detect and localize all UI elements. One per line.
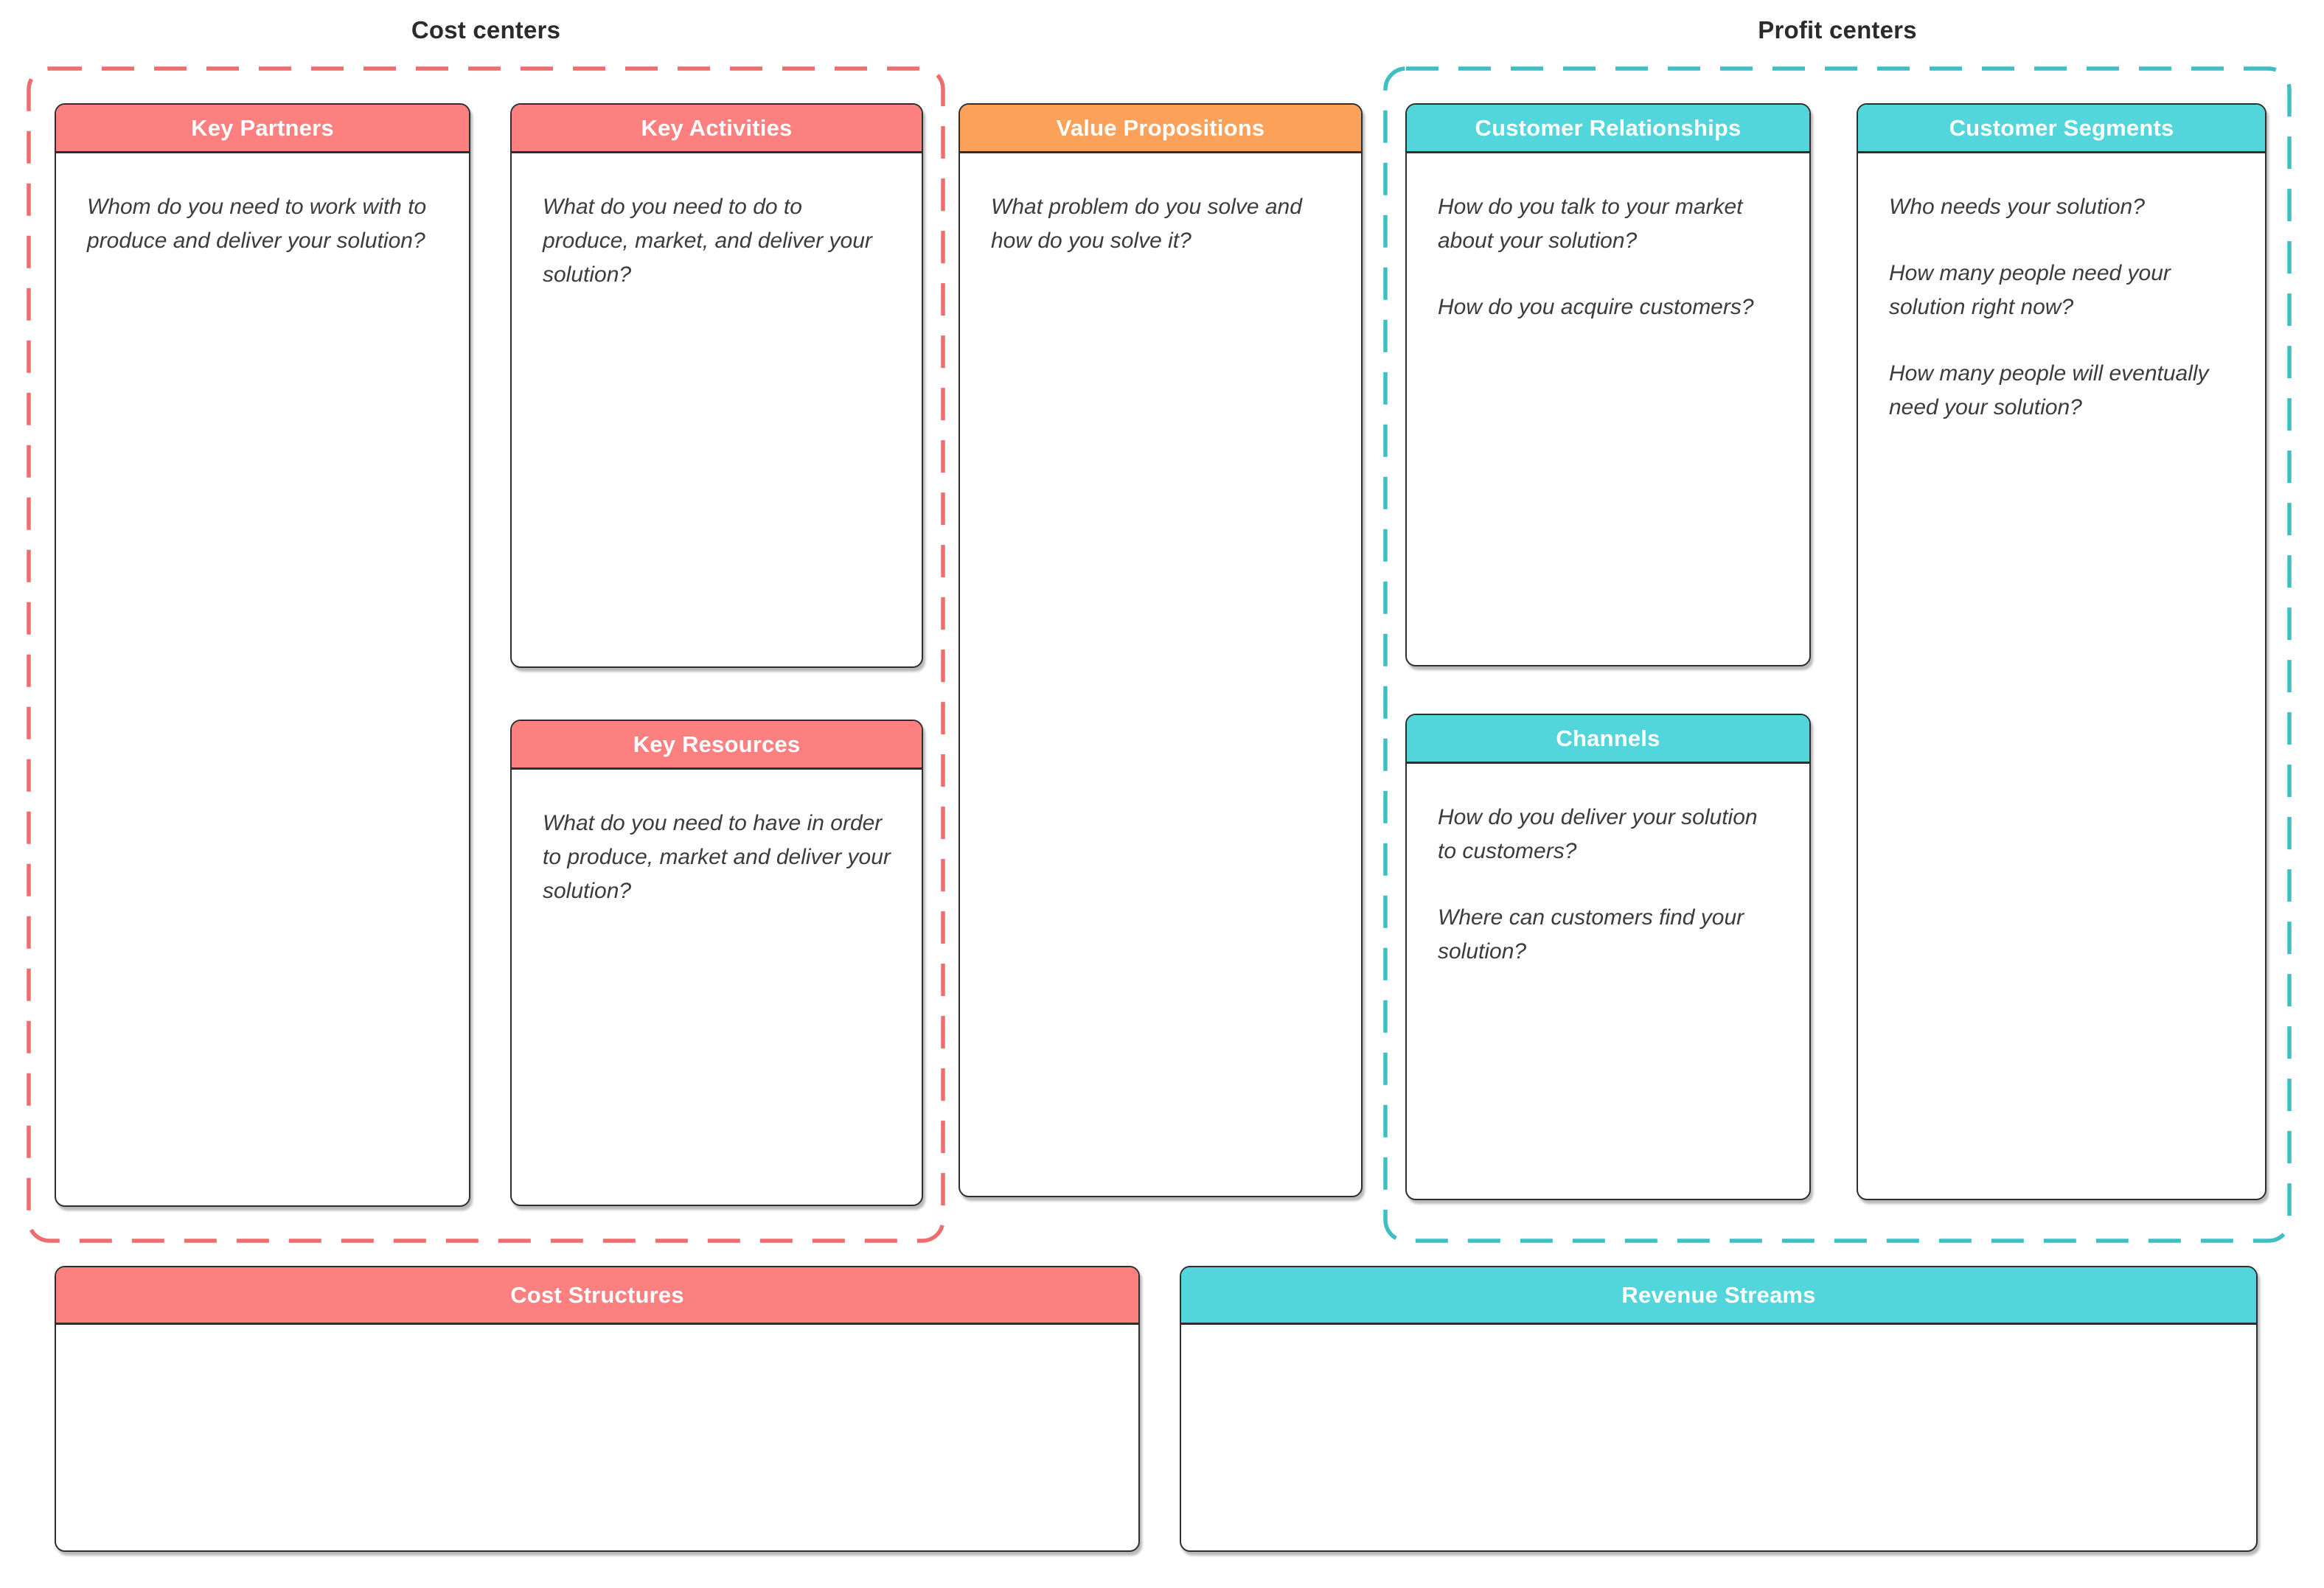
channels-card: Channels How do you deliver your solutio…: [1405, 714, 1811, 1200]
customer-relationships-title: Customer Relationships: [1475, 114, 1742, 141]
channels-body: How do you deliver your solution to cust…: [1407, 764, 1809, 1016]
profit-centers-label: Profit centers: [1758, 16, 1917, 43]
revenue-streams-body: [1181, 1325, 2256, 1376]
value-propositions-card: Value Propositions What problem do you s…: [959, 103, 1363, 1197]
customer-segments-question-2: How many people need your solution right…: [1889, 261, 2171, 319]
key-resources-body: What do you need to have in order to pro…: [512, 770, 922, 955]
cost-structures-header: Cost Structures: [56, 1267, 1138, 1325]
revenue-streams-title: Revenue Streams: [1621, 1281, 1816, 1308]
revenue-streams-card: Revenue Streams: [1180, 1266, 2258, 1552]
customer-segments-card: Customer Segments Who needs your solutio…: [1857, 103, 2266, 1200]
customer-relationships-question-1: How do you talk to your market about you…: [1438, 195, 1743, 253]
channels-question-2: Where can customers find your solution?: [1438, 905, 1744, 964]
key-activities-header: Key Activities: [512, 105, 922, 153]
key-resources-title: Key Resources: [633, 731, 801, 757]
key-activities-question: What do you need to do to produce, marke…: [543, 195, 872, 287]
key-partners-body: Whom do you need to work with to produce…: [56, 153, 469, 305]
cost-structures-body: [56, 1325, 1138, 1376]
customer-relationships-header: Customer Relationships: [1407, 105, 1809, 153]
key-resources-question: What do you need to have in order to pro…: [543, 811, 891, 903]
customer-relationships-card: Customer Relationships How do you talk t…: [1405, 103, 1811, 666]
cost-structures-title: Cost Structures: [510, 1281, 684, 1308]
channels-title: Channels: [1556, 725, 1660, 751]
key-activities-title: Key Activities: [641, 114, 793, 141]
value-propositions-header: Value Propositions: [960, 105, 1361, 153]
key-resources-card: Key Resources What do you need to have i…: [510, 720, 923, 1206]
customer-segments-question-3: How many people will eventually need you…: [1889, 361, 2209, 419]
customer-segments-question-1: Who needs your solution?: [1889, 195, 2145, 219]
customer-segments-title: Customer Segments: [1949, 114, 2174, 141]
key-partners-card: Key Partners Whom do you need to work wi…: [55, 103, 470, 1207]
channels-question-1: How do you deliver your solution to cust…: [1438, 805, 1758, 863]
channels-header: Channels: [1407, 715, 1809, 764]
value-propositions-body: What problem do you solve and how do you…: [960, 153, 1361, 305]
value-propositions-question: What problem do you solve and how do you…: [991, 195, 1302, 253]
value-propositions-title: Value Propositions: [1056, 114, 1265, 141]
key-partners-question: Whom do you need to work with to produce…: [87, 195, 427, 253]
cost-centers-label: Cost centers: [411, 16, 561, 43]
customer-relationships-question-2: How do you acquire customers?: [1438, 295, 1754, 319]
key-resources-header: Key Resources: [512, 721, 922, 770]
key-activities-card: Key Activities What do you need to do to…: [510, 103, 923, 668]
customer-segments-header: Customer Segments: [1858, 105, 2265, 153]
key-partners-header: Key Partners: [56, 105, 469, 153]
key-activities-body: What do you need to do to produce, marke…: [512, 153, 922, 339]
key-partners-title: Key Partners: [191, 114, 334, 141]
cost-structures-card: Cost Structures: [55, 1266, 1140, 1552]
revenue-streams-header: Revenue Streams: [1181, 1267, 2256, 1325]
customer-relationships-body: How do you talk to your market about you…: [1407, 153, 1809, 372]
customer-segments-body: Who needs your solution? How many people…: [1858, 153, 2265, 472]
